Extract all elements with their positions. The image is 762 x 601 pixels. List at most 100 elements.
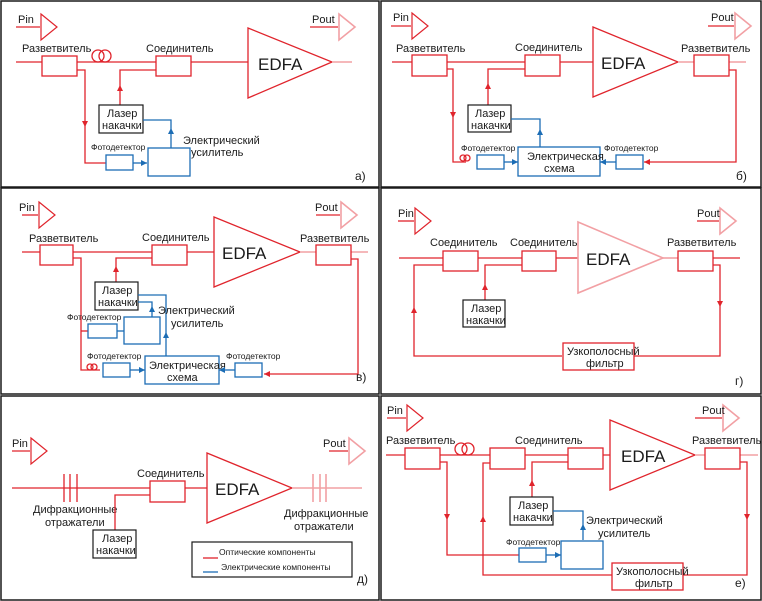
pout-output-icon: [338, 13, 356, 41]
photodetector-box: [476, 154, 505, 170]
svg-text:усилитель: усилитель: [171, 318, 224, 330]
splitter-box: [39, 244, 74, 266]
panel-d-frame: [380, 187, 762, 395]
edfa-label: EDFA: [621, 447, 666, 466]
edfa-amplifier: [609, 419, 697, 491]
svg-text:Разветвитель: Разветвитель: [681, 43, 751, 55]
edfa-amplifier: [206, 452, 294, 524]
svg-text:Лазер: Лазер: [518, 500, 548, 512]
panel-a-tag: а): [355, 169, 366, 183]
svg-text:отражатели: отражатели: [294, 521, 354, 533]
svg-text:Соединитель: Соединитель: [137, 468, 205, 480]
svg-text:Электрический: Электрический: [158, 305, 235, 317]
svg-text:Фотодетектор: Фотодетектор: [67, 312, 122, 322]
panel-e: Pin Pout Дифракционные отражатели Соедин…: [12, 437, 368, 586]
panel-b: Pin Pout Разветвитель Соединитель Развет…: [391, 12, 752, 183]
coupler-box: [151, 244, 188, 266]
edfa-amplifier: [592, 26, 680, 98]
edfa-amplifier: [247, 27, 334, 99]
svg-text:Лазер: Лазер: [471, 303, 501, 315]
panel-a: Pin Pout Разветвитель Соединитель EDFA Л…: [16, 13, 366, 183]
svg-text:Электрическая: Электрическая: [527, 151, 604, 163]
svg-text:Лазер: Лазер: [102, 533, 132, 545]
svg-text:Pin: Pin: [398, 208, 414, 220]
electric-circuit-box: [517, 146, 601, 177]
svg-text:Pin: Pin: [387, 405, 403, 417]
svg-text:Pin: Pin: [12, 438, 28, 450]
svg-text:Электрический: Электрический: [586, 515, 663, 527]
svg-text:Узкополосный: Узкополосный: [567, 346, 640, 358]
svg-text:Электрическая: Электрическая: [149, 360, 226, 372]
panel-d: Pin Pout Соединитель Соединитель Разветв…: [398, 207, 743, 388]
svg-text:Соединитель: Соединитель: [515, 435, 583, 447]
pin-label: Pin: [18, 14, 34, 26]
narrowband-filter-box: [562, 342, 635, 371]
electric-amplifier-box: [560, 540, 604, 570]
svg-text:Pin: Pin: [393, 12, 409, 24]
svg-text:Pout: Pout: [323, 438, 346, 450]
pump-laser-box: [509, 496, 554, 526]
svg-text:Соединитель: Соединитель: [515, 42, 583, 54]
coupler-box: [521, 250, 557, 272]
svg-text:Лазер: Лазер: [107, 108, 137, 120]
panel-f-frame: [380, 395, 762, 601]
splitter-box: [41, 55, 78, 77]
svg-text:Фотодетектор: Фотодетектор: [226, 351, 281, 361]
photodetector-box: [102, 362, 131, 378]
photodetector-box: [105, 154, 134, 171]
photodetector-box: [234, 362, 263, 378]
panel-f-tag: е): [735, 576, 746, 590]
edfa-label: EDFA: [601, 54, 646, 73]
photodetector-label: Фотодетектор: [91, 142, 146, 152]
svg-text:Разветвитель: Разветвитель: [300, 233, 370, 245]
svg-text:фильтр: фильтр: [635, 578, 673, 590]
edfa-amplifier: [213, 216, 302, 288]
edfa-amplifier: [577, 220, 666, 295]
panel-f: Pin Pout Разветвитель Соединитель Развет…: [386, 404, 762, 591]
svg-text:Pout: Pout: [711, 12, 734, 24]
coupler-box: [524, 54, 561, 77]
legend: Оптические компоненты Электрические комп…: [191, 541, 353, 578]
pump-laser-box: [92, 529, 137, 559]
svg-text:Фотодетектор: Фотодетектор: [604, 143, 659, 153]
svg-text:Лазер: Лазер: [475, 108, 505, 120]
panel-d-tag: г): [735, 374, 743, 388]
svg-text:Фотодетектор: Фотодетектор: [461, 143, 516, 153]
svg-text:отражатели: отражатели: [45, 517, 105, 529]
photodetector-box: [518, 547, 547, 563]
svg-text:Соединитель: Соединитель: [430, 237, 498, 249]
panel-c-tag: в): [356, 370, 366, 384]
svg-text:накачки: накачки: [466, 315, 506, 327]
svg-text:Соединитель: Соединитель: [142, 232, 210, 244]
coupler-box: [149, 480, 186, 503]
electric-amplifier-box: [147, 147, 191, 177]
panel-c-frame: [0, 187, 380, 395]
svg-text:Дифракционные: Дифракционные: [284, 508, 368, 520]
svg-text:Разветвитель: Разветвитель: [692, 435, 762, 447]
electric-circuit-box: [144, 355, 220, 385]
fiber-coil-icon: [91, 49, 105, 63]
svg-text:Pout: Pout: [702, 405, 725, 417]
svg-text:накачки: накачки: [471, 120, 511, 132]
photodetector-box: [615, 154, 644, 170]
svg-text:Разветвитель: Разветвитель: [667, 237, 737, 249]
svg-text:накачки: накачки: [98, 297, 138, 309]
legend-optical-label: Оптические компоненты: [219, 547, 316, 557]
splitter-box-out: [677, 250, 714, 272]
coupler-box: [567, 447, 604, 470]
panel-c: Pin Pout Разветвитель Соединитель Развет…: [19, 201, 370, 385]
svg-text:схема: схема: [544, 163, 576, 175]
svg-text:схема: схема: [167, 372, 199, 384]
svg-text:Узкополосный: Узкополосный: [616, 566, 689, 578]
svg-text:Соединитель: Соединитель: [510, 237, 578, 249]
svg-text:усилитель: усилитель: [598, 528, 651, 540]
splitter-box-out: [704, 447, 741, 470]
svg-text:Разветвитель: Разветвитель: [396, 43, 466, 55]
panel-b-tag: б): [736, 169, 747, 183]
fiber-coil-icon: [454, 442, 468, 456]
legend-electrical-label: Электрические компоненты: [221, 562, 331, 572]
svg-text:Лазер: Лазер: [102, 285, 132, 297]
splitter-box: [411, 54, 448, 77]
pump-laser-box: [94, 281, 139, 311]
